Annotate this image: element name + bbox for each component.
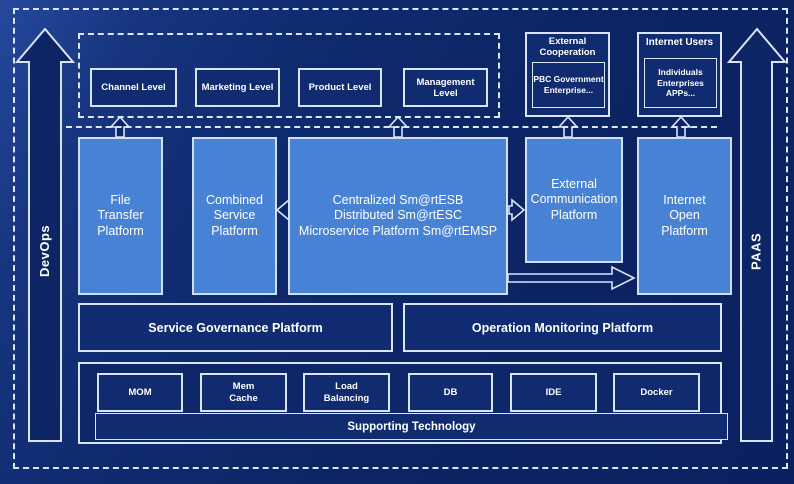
external-communication-platform-box: External Communication Platform bbox=[525, 137, 623, 263]
supporting-technology-bar: Supporting Technology bbox=[95, 413, 728, 440]
user-levels-frame bbox=[78, 33, 500, 118]
product-level-box: Product Level bbox=[298, 68, 382, 107]
combined-service-platform-box: Combined Service Platform bbox=[192, 137, 277, 295]
long-right-arrow-icon bbox=[507, 265, 636, 291]
devops-up-arrow-icon bbox=[14, 27, 76, 442]
external-cooperation-box: External Cooperation PBC Government Ente… bbox=[525, 32, 610, 117]
outer-dashed-border bbox=[13, 8, 788, 469]
esb-platform-box: Centralized Sm@rtESB Distributed Sm@rtES… bbox=[288, 137, 508, 295]
operation-monitoring-platform-box: Operation Monitoring Platform bbox=[403, 303, 722, 352]
right-arrow-icon bbox=[508, 198, 526, 222]
internet-users-title: Internet Users bbox=[645, 37, 714, 48]
marketing-level-box: Marketing Level bbox=[195, 68, 280, 107]
paas-up-arrow-icon bbox=[726, 27, 788, 442]
mem-cache-box: Mem Cache bbox=[200, 373, 287, 412]
load-balancing-box: Load Balancing bbox=[303, 373, 390, 412]
internet-users-box: Internet Users Individuals Enterprises A… bbox=[637, 32, 722, 117]
mom-box: MOM bbox=[97, 373, 183, 412]
paas-rail-label: PAAS bbox=[748, 232, 764, 270]
management-level-box: Management Level bbox=[403, 68, 488, 107]
internet-users-members: Individuals Enterprises APPs... bbox=[644, 58, 717, 108]
docker-box: Docker bbox=[613, 373, 700, 412]
db-box: DB bbox=[408, 373, 493, 412]
external-cooperation-title: External Cooperation bbox=[539, 36, 596, 58]
ide-box: IDE bbox=[510, 373, 597, 412]
external-cooperation-members: PBC Government Enterprise... bbox=[532, 62, 605, 108]
internet-open-platform-box: Internet Open Platform bbox=[637, 137, 732, 295]
devops-rail-label: DevOps bbox=[37, 224, 52, 278]
layer-separator-dashed-line bbox=[66, 126, 717, 128]
service-governance-platform-box: Service Governance Platform bbox=[78, 303, 393, 352]
file-transfer-platform-box: File Transfer Platform bbox=[78, 137, 163, 295]
channel-level-box: Channel Level bbox=[90, 68, 177, 107]
